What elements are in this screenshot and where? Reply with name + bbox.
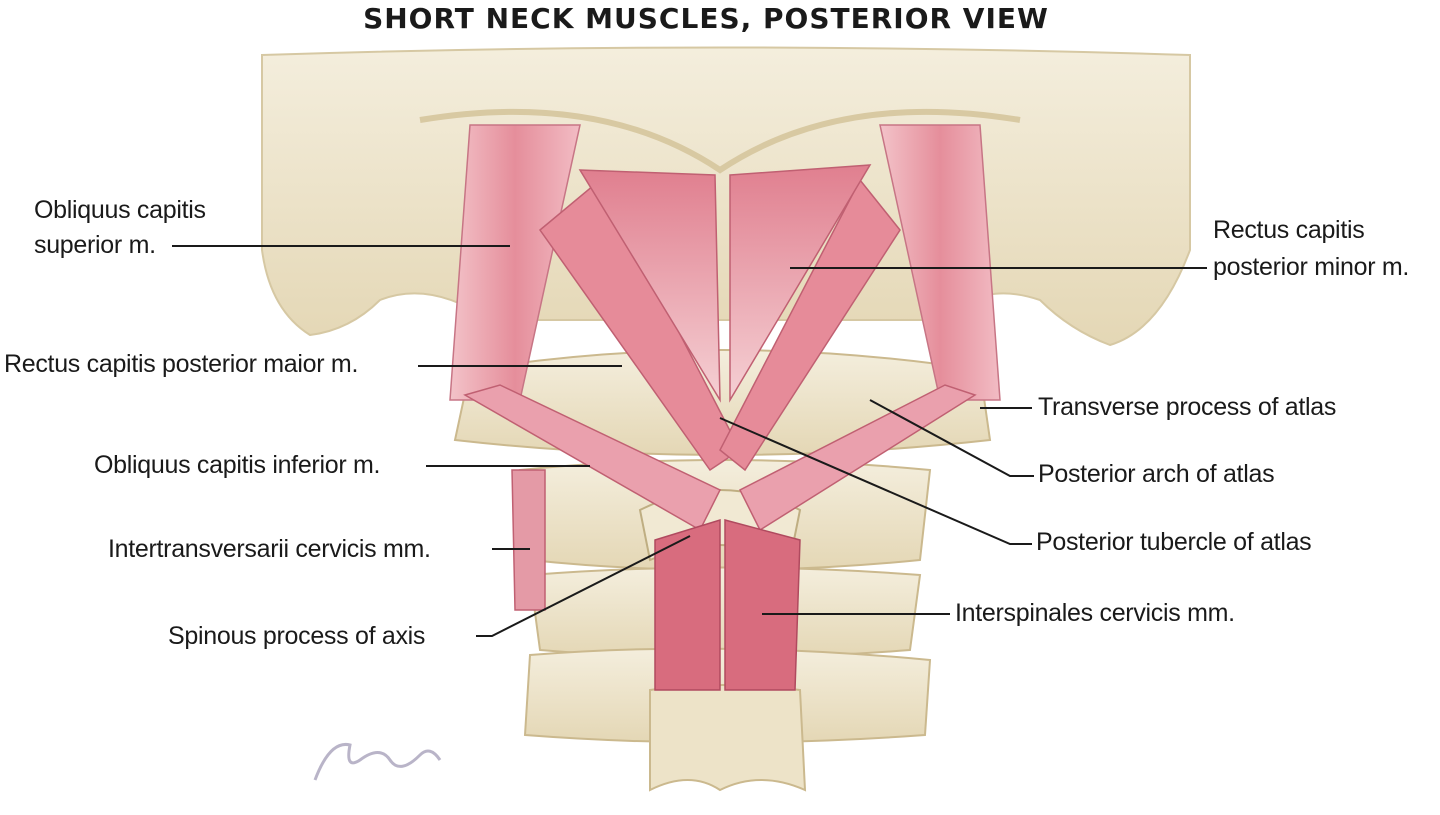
label-spinous-process: Spinous process of axis [168,622,426,650]
muscles [449,124,1001,691]
label-interspinales: Interspinales cervicis mm. [955,599,1235,627]
label-posterior-tubercle: Posterior tubercle of atlas [1036,528,1312,556]
leader-lines [172,245,1207,637]
leader-posterior-arch [869,399,1034,477]
label-obliquus-inferior: Obliquus capitis inferior m. [94,451,381,479]
page-title: SHORT NECK MUSCLES, POSTERIOR VIEW [363,2,1049,35]
label-rectus-minor-line2: posterior minor m. [1213,253,1410,281]
label-intertransversarii: Intertransversarii cervicis mm. [108,535,431,563]
label-obliquus-superior-line2: superior m. [34,231,156,259]
label-transverse-process: Transverse process of atlas [1038,393,1337,421]
label-rectus-major: Rectus capitis posterior maior m. [4,350,359,378]
leader-spinous-process [476,535,691,637]
label-obliquus-superior-line1: Obliquus capitis [34,196,206,224]
occipital-bone [261,46,1191,347]
label-rectus-minor-line1: Rectus capitis [1213,216,1365,244]
leader-posterior-tubercle [719,417,1032,545]
label-posterior-arch: Posterior arch of atlas [1038,460,1275,488]
artist-signature [313,742,442,781]
